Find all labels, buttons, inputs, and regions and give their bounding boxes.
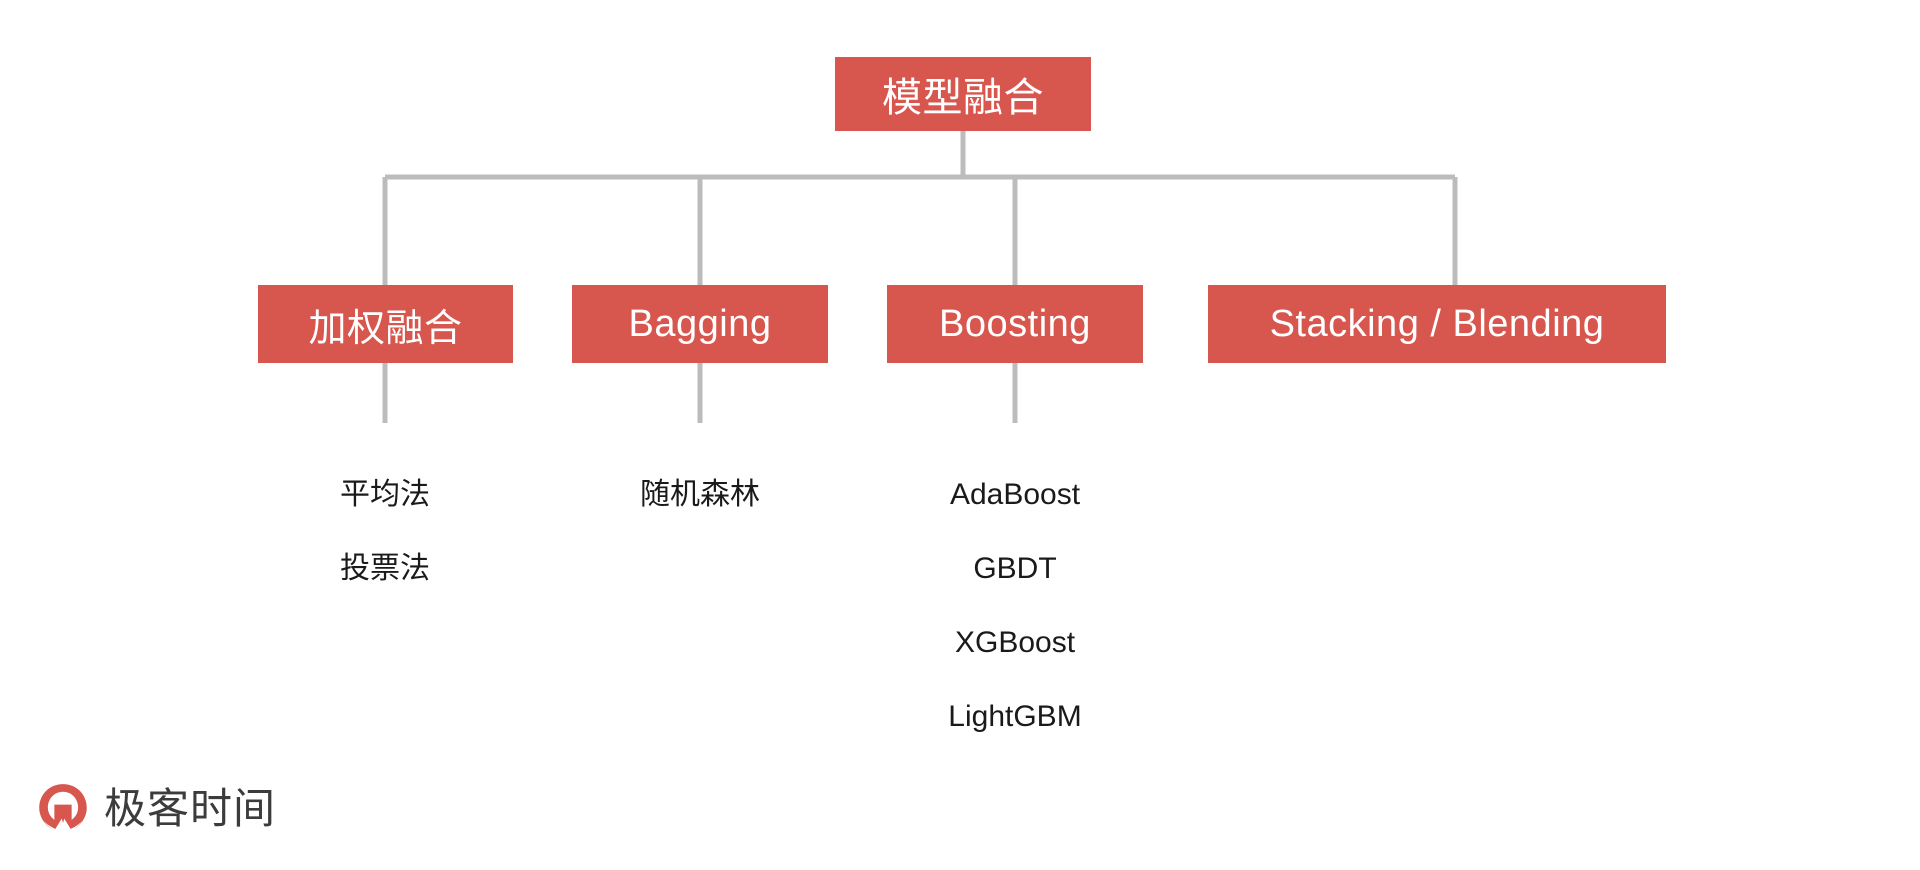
leaf-item: GBDT	[973, 552, 1057, 585]
branch-node-stacking-blending[interactable]: Stacking / Blending	[1208, 285, 1666, 363]
leaf-list-weighted-fusion: 平均法 投票法	[260, 458, 510, 606]
root-node-model-ensemble[interactable]: 模型融合	[835, 57, 1091, 131]
brand-wordmark: 极客时间	[104, 785, 277, 832]
leaf-item: 随机森林	[640, 478, 760, 511]
geektime-logo-icon	[39, 784, 87, 834]
leaf-item: 投票法	[340, 552, 430, 585]
leaf-list-bagging: 随机森林	[575, 458, 825, 532]
leaf-item: LightGBM	[948, 700, 1082, 733]
branch-node-weighted-fusion[interactable]: 加权融合	[258, 285, 513, 363]
brand-logo: 极客时间	[36, 780, 276, 838]
leaf-item: XGBoost	[954, 626, 1076, 659]
branch-node-bagging[interactable]: Bagging	[572, 285, 828, 363]
leaf-list-boosting: AdaBoost GBDT XGBoost LightGBM	[890, 458, 1140, 754]
branch-node-boosting[interactable]: Boosting	[887, 285, 1143, 363]
leaf-item: AdaBoost	[949, 478, 1081, 511]
leaf-item: 平均法	[340, 478, 430, 511]
